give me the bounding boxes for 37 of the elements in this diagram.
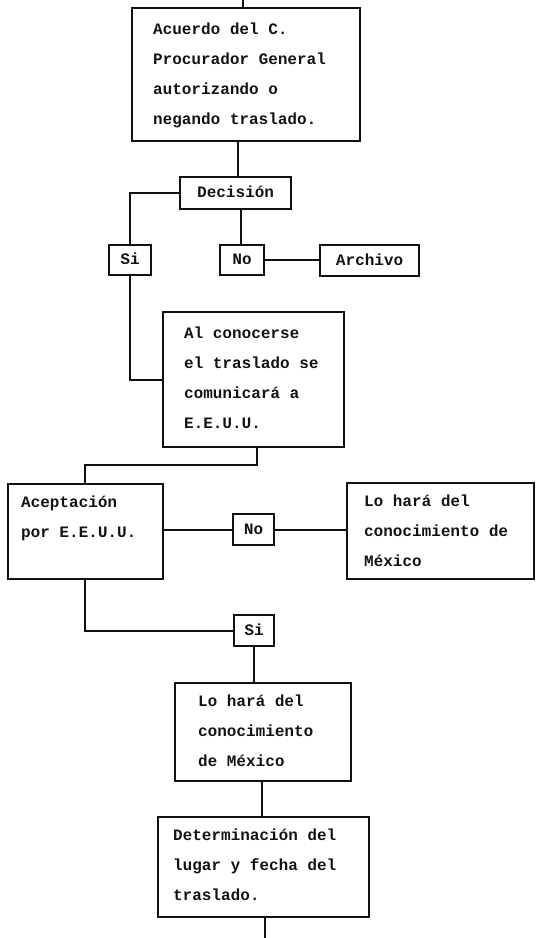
box-text: Si: [120, 250, 140, 270]
connector-line: [84, 580, 233, 632]
process-box: [219, 244, 265, 276]
box-text: Si: [244, 620, 264, 640]
connector-line: [264, 918, 266, 938]
process-box: [157, 816, 370, 918]
connector-line: [129, 276, 162, 381]
process-box: [233, 614, 275, 647]
process-box: [232, 513, 275, 546]
box-text: Determinación del lugar y fecha del traslado.: [173, 826, 338, 907]
connector-line: [237, 142, 239, 176]
box-text: Archivo: [336, 250, 404, 270]
connector-line: [242, 0, 244, 7]
process-box: [131, 7, 361, 142]
box-text: Decisión: [197, 183, 274, 203]
process-box: [162, 311, 345, 448]
box-text: Acuerdo del C. Procurador General autorizando o negando traslado.: [153, 20, 327, 131]
process-box: [319, 244, 420, 277]
connector-line: [253, 647, 255, 682]
box-text: Aceptación por E.E.U.U.: [21, 493, 138, 544]
connector-line: [265, 259, 319, 261]
box-text: Lo hará del conocimiento de México: [364, 492, 510, 573]
connector-line: [164, 529, 232, 531]
box-text: No: [244, 520, 264, 540]
process-box: [174, 682, 352, 782]
connector-line: [84, 448, 258, 483]
connector-line: [240, 210, 242, 244]
process-box: [7, 483, 164, 580]
process-box: [108, 244, 152, 276]
connector-line: [275, 529, 346, 531]
box-text: Lo hará del conocimiento de México: [198, 692, 314, 773]
process-box: [179, 176, 292, 210]
connector-line: [261, 782, 263, 816]
process-box: [346, 482, 535, 580]
box-text: No: [232, 250, 252, 270]
box-text: Al conocerse el traslado se comunicará a E.E.U.U.: [184, 324, 320, 435]
connector-line: [129, 192, 179, 244]
